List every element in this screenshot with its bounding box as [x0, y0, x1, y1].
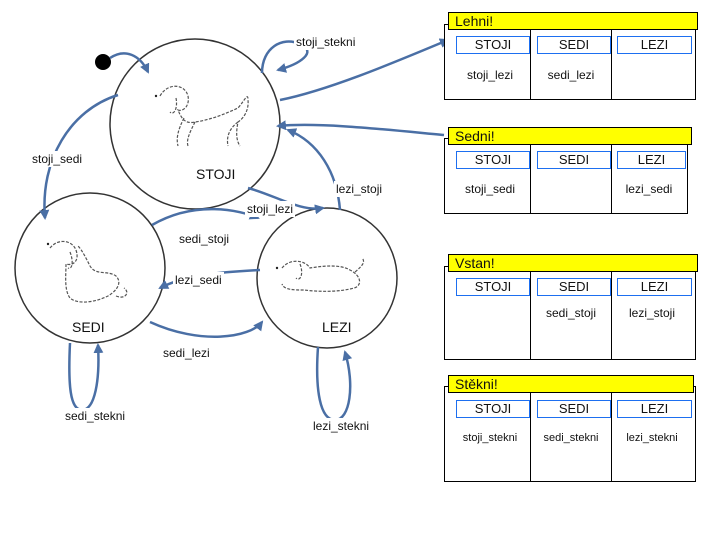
transition-label-lezi-stoji: lezi_stoji	[334, 181, 385, 197]
table-title: Vstan!	[448, 254, 698, 272]
table-header-lezi: LEZI	[617, 278, 692, 296]
arrow-from-tables	[276, 120, 445, 137]
transition-label-sedi-stekni: sedi_stekni	[63, 408, 128, 424]
table-cell: lezi_sedi	[625, 182, 673, 196]
transition-label-sedi-stoji: sedi_stoji	[177, 231, 232, 247]
dog-sitting-icon	[46, 240, 128, 303]
state-circle-stoji	[109, 38, 281, 210]
arrow-sedi-stekni	[68, 342, 104, 412]
transition-label-sedi-lezi: sedi_lezi	[161, 345, 212, 361]
table-header-lezi: LEZI	[617, 400, 692, 418]
table-header-stoji: STOJI	[456, 400, 530, 418]
table-cell: lezi_stekni	[626, 432, 678, 444]
table-header-stoji: STOJI	[456, 278, 530, 296]
table-grid	[444, 138, 688, 214]
table-cell: sedi_stekni	[543, 432, 599, 444]
table-header-lezi: LEZI	[617, 151, 686, 169]
dog-lying-icon	[275, 257, 365, 292]
table-cell: sedi_stoji	[545, 306, 597, 320]
table-cell	[531, 181, 611, 199]
transition-label-stoji-stekni: stoji_stekni	[294, 34, 358, 50]
table-title: Sedni!	[448, 127, 692, 145]
table-cell	[612, 67, 692, 85]
table-title: Stěkni!	[448, 375, 694, 393]
table-cell: sedi_lezi	[547, 68, 595, 82]
transition-label-stoji-sedi: stoji_sedi	[30, 151, 85, 167]
state-label-lezi: LEZI	[322, 319, 352, 335]
arrow-initial	[109, 52, 150, 74]
table-cell: stoji_stekni	[462, 432, 518, 444]
arrow-stoji-sedi	[39, 93, 119, 220]
table-cell: lezi_stoji	[628, 306, 676, 320]
arrow-to-tables	[279, 38, 450, 102]
table-title: Lehni!	[448, 12, 698, 30]
table-header-lezi: LEZI	[617, 36, 692, 54]
state-label-stoji: STOJI	[196, 166, 236, 182]
transition-label-lezi-stekni: lezi_stekni	[311, 418, 372, 434]
state-circle-lezi	[256, 207, 398, 349]
initial-state-dot	[95, 54, 111, 70]
transition-label-stoji-lezi: stoji_lezi	[245, 201, 296, 217]
table-header-stoji: STOJI	[456, 151, 530, 169]
table-header-sedi: SEDI	[537, 400, 611, 418]
table-header-stoji: STOJI	[456, 36, 530, 54]
state-label-sedi: SEDI	[72, 319, 105, 335]
table-header-sedi: SEDI	[537, 151, 611, 169]
dog-standing-icon	[154, 85, 249, 147]
arrow-sedi-stoji	[151, 207, 260, 227]
arrow-sedi-lezi	[149, 320, 264, 338]
transition-label-lezi-sedi: lezi_sedi	[173, 272, 224, 288]
table-header-sedi: SEDI	[537, 278, 611, 296]
table-cell	[450, 305, 530, 323]
state-circle-sedi	[14, 192, 166, 344]
table-cell: stoji_lezi	[466, 68, 514, 82]
arrow-lezi-stoji	[286, 128, 342, 211]
arrow-lezi-stekni	[315, 346, 353, 422]
table-header-sedi: SEDI	[537, 36, 611, 54]
table-cell: stoji_sedi	[464, 182, 516, 196]
